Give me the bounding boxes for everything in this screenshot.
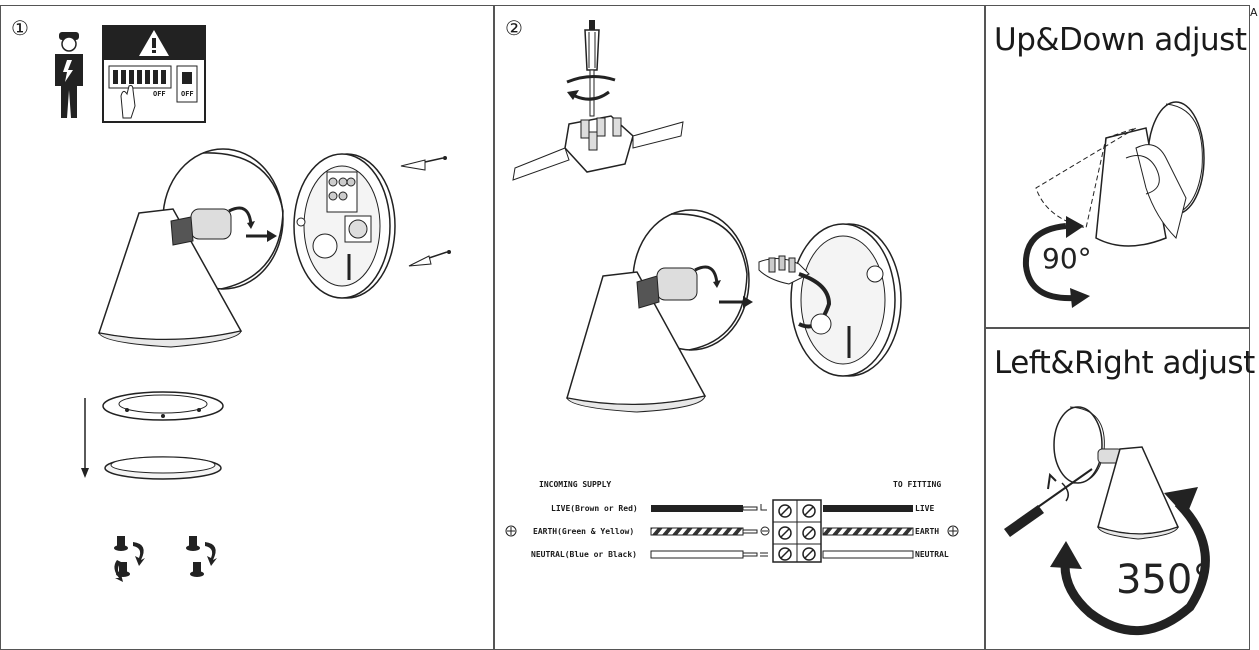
neutral-in-label: NEUTRAL(Blue or Black) xyxy=(531,550,637,559)
electrician-icon xyxy=(55,32,83,118)
lamp-head-illustration xyxy=(98,148,284,348)
up-down-adjust-panel: Up&Down adjust 90° xyxy=(985,5,1250,328)
neutral-out-label: NEUTRAL xyxy=(915,550,949,559)
live-out-label: LIVE xyxy=(915,504,935,513)
screwdriver-icon xyxy=(512,20,684,181)
swivel-illustration xyxy=(1004,406,1210,636)
left-right-title: Left&Right adjust xyxy=(994,345,1255,381)
terminal-block-icon xyxy=(505,499,959,563)
off-label-2: OFF xyxy=(181,90,194,98)
live-in-label: LIVE(Brown or Red) xyxy=(551,504,638,513)
warning-icon xyxy=(102,25,206,123)
step-2-number: ② xyxy=(505,16,523,40)
wall-bracket-illustration xyxy=(293,153,396,299)
wall-anchor-icon xyxy=(400,156,451,267)
left-right-adjust-panel: Left&Right adjust 350° xyxy=(985,328,1255,650)
step-1-panel: ① OFF OFF xyxy=(0,5,494,650)
off-label-1: OFF xyxy=(153,90,166,98)
to-fitting-label: TO FITTING xyxy=(893,480,942,489)
earth-out-label: EARTH xyxy=(915,527,940,536)
screw-rotation-icon xyxy=(114,536,217,582)
step-1-number: ① xyxy=(11,16,29,40)
corner-mark: A xyxy=(1250,6,1258,19)
earth-in-label: EARTH(Green & Yellow) xyxy=(533,527,635,536)
angle-350-label: 350° xyxy=(1116,557,1213,603)
step-2-panel: ② INCOMING SUPPLY TO F xyxy=(494,5,985,650)
diffuser-illustration xyxy=(81,391,224,480)
up-down-title: Up&Down adjust xyxy=(994,22,1247,58)
lamp-wiring-illustration xyxy=(566,209,902,413)
angle-90-label: 90° xyxy=(1042,242,1092,275)
incoming-supply-label: INCOMING SUPPLY xyxy=(539,480,612,489)
tilt-illustration xyxy=(1035,101,1205,247)
rotate-arrow-icon xyxy=(1022,216,1090,308)
